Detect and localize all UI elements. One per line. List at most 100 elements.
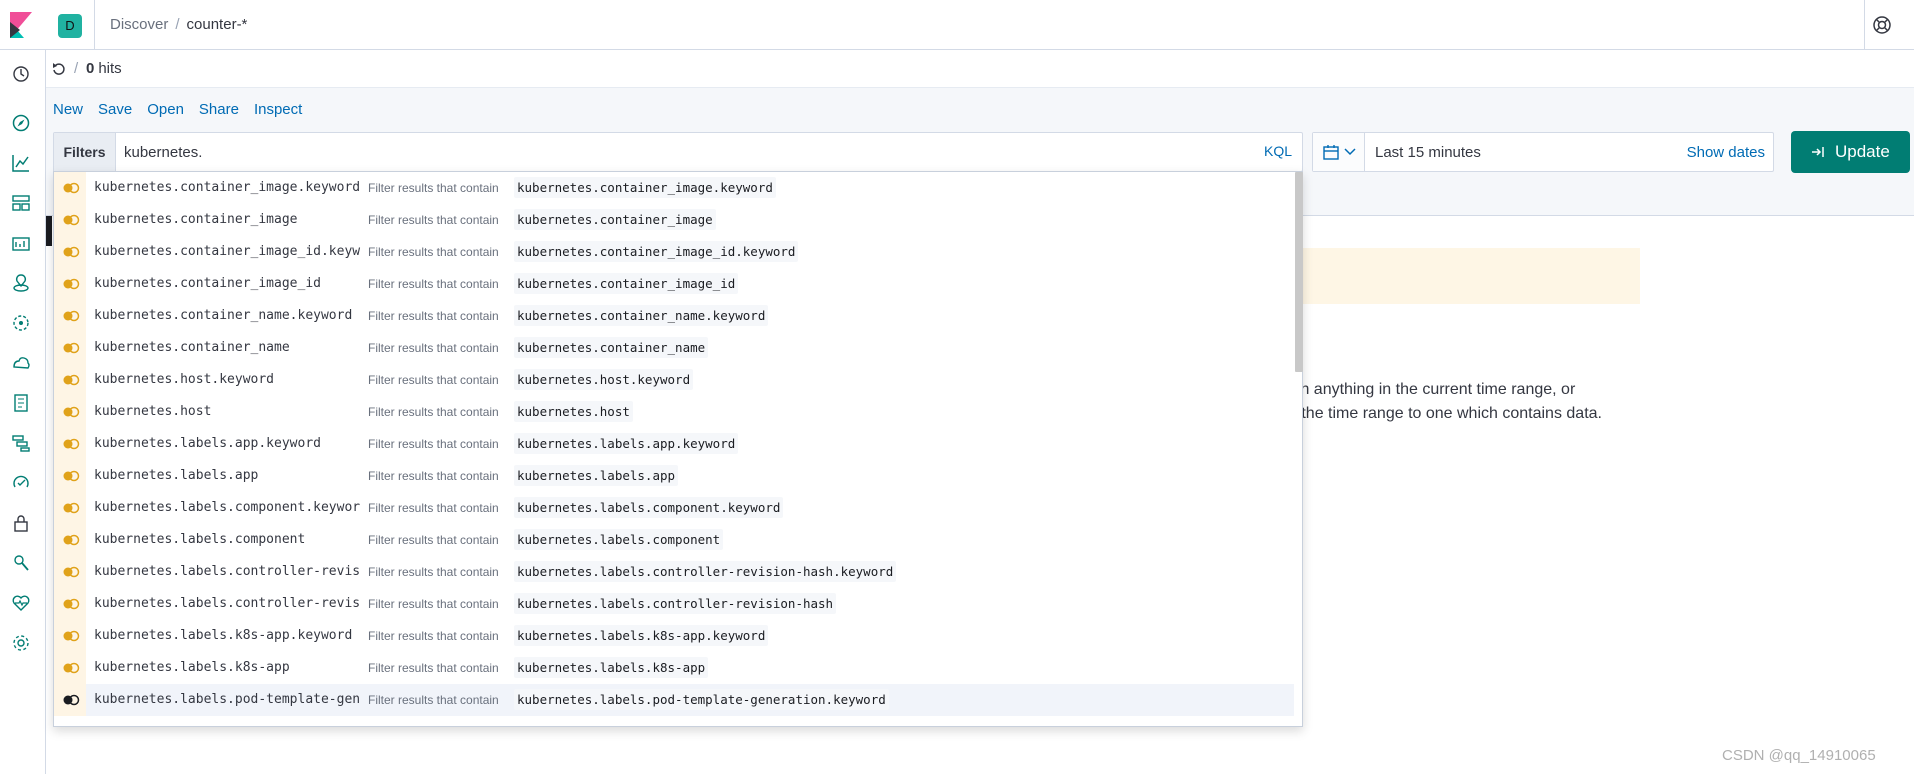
field-token-icon (63, 598, 80, 610)
kibana-logo-icon[interactable] (10, 12, 32, 38)
suggestion-description: Filter results that contain (368, 309, 499, 323)
maps-icon[interactable] (11, 273, 31, 293)
suggestion-field-code: kubernetes.labels.app.keyword (514, 433, 739, 454)
management-gear-icon[interactable] (11, 633, 31, 653)
visualize-icon[interactable] (11, 153, 31, 173)
field-type-badge (54, 172, 86, 204)
uptime-icon[interactable] (11, 473, 31, 493)
watermark: CSDN @qq_14910065 (1722, 747, 1876, 764)
canvas-icon[interactable] (11, 233, 31, 253)
field-token-icon (63, 246, 80, 258)
suggestion-description: Filter results that contain (368, 469, 499, 483)
logs-icon[interactable] (11, 393, 31, 413)
suggestion-field-name: kubernetes.container_image_id (94, 276, 321, 291)
field-type-badge (54, 492, 86, 524)
suggestion-description: Filter results that contain (368, 565, 499, 579)
suggestion-field-code: kubernetes.container_image_id (514, 273, 739, 294)
hits-count: 0 (86, 60, 95, 77)
field-token-icon (63, 438, 80, 450)
reset-icon[interactable] (52, 62, 66, 76)
sidebar-edge (46, 216, 52, 246)
kql-language-switch[interactable]: KQL (1263, 143, 1292, 159)
field-type-badge (54, 556, 86, 588)
security-lock-icon[interactable] (11, 513, 31, 533)
side-nav (0, 50, 46, 774)
discover-icon[interactable] (11, 113, 31, 133)
infrastructure-icon[interactable] (11, 353, 31, 373)
update-button-label: Update (1835, 142, 1890, 161)
dashboard-icon[interactable] (11, 193, 31, 213)
apm-icon[interactable] (11, 433, 31, 453)
suggestion-field-code: kubernetes.labels.component.keyword (514, 497, 784, 518)
show-dates-link[interactable]: Show dates (1686, 144, 1765, 161)
field-type-badge (54, 268, 86, 300)
suggestion-field-code: kubernetes.labels.controller-revision-ha… (514, 561, 897, 582)
breadcrumb-discover[interactable]: Discover (110, 16, 169, 33)
suggestion-field-code: kubernetes.container_name (514, 337, 709, 358)
suggestion-field-code: kubernetes.container_image (514, 209, 716, 230)
hits-label: hits (98, 60, 122, 77)
field-type-badge (54, 620, 86, 652)
no-results-callout (1300, 248, 1640, 304)
help-icon[interactable] (1872, 15, 1892, 35)
suggestion-field-name: kubernetes.container_image.keyword (94, 180, 361, 195)
suggestion-item[interactable]: kubernetes.container_image_id.keyw Filter… (54, 236, 1294, 268)
field-token-icon (63, 630, 80, 642)
dev-tools-icon[interactable] (11, 553, 31, 573)
field-token-icon (63, 406, 80, 418)
no-results-message: tch anything in the current time range, … (1288, 378, 1602, 426)
query-input[interactable] (124, 134, 1204, 170)
recently-viewed-icon[interactable] (11, 64, 31, 84)
suggestion-field-name: kubernetes.container_image (94, 212, 298, 227)
suggestion-field-code: kubernetes.host (514, 401, 633, 422)
quick-select-button[interactable] (1313, 133, 1365, 171)
field-type-badge (54, 204, 86, 236)
suggestion-field-code: kubernetes.labels.k8s-app.keyword (514, 625, 769, 646)
suggestion-item[interactable]: kubernetes.labels.app Filter results that… (54, 460, 1294, 492)
chevron-down-icon (1344, 148, 1356, 156)
ml-icon[interactable] (11, 313, 31, 333)
space-avatar[interactable]: D (58, 14, 82, 38)
breadcrumb-index-pattern: counter-* (186, 16, 248, 33)
field-type-badge (54, 524, 86, 556)
suggestion-field-code: kubernetes.labels.app (514, 465, 679, 486)
suggestion-field-code: kubernetes.labels.pod-template-generatio… (514, 689, 889, 710)
update-button[interactable]: Update (1791, 131, 1910, 173)
field-token-icon (63, 694, 80, 706)
suggestion-field-code: kubernetes.host.keyword (514, 369, 694, 390)
field-type-badge (54, 332, 86, 364)
field-type-badge (54, 460, 86, 492)
monitoring-icon[interactable] (11, 593, 31, 613)
open-button[interactable]: Open (147, 101, 184, 118)
inspect-button[interactable]: Inspect (253, 101, 303, 118)
scrollbar[interactable] (1295, 172, 1303, 372)
new-button[interactable]: New (53, 101, 84, 118)
suggestion-description: Filter results that contain (368, 693, 499, 707)
save-button[interactable]: Save (98, 101, 133, 118)
suggestion-description: Filter results that contain (368, 245, 499, 259)
suggestion-field-name: kubernetes.container_image_id.keyw (94, 244, 361, 259)
field-type-badge (54, 588, 86, 620)
time-range-value[interactable]: Last 15 minutes (1375, 144, 1481, 161)
field-token-icon (63, 662, 80, 674)
field-type-badge (54, 652, 86, 684)
share-button[interactable]: Share (198, 101, 239, 118)
filters-label[interactable]: Filters (54, 133, 116, 171)
field-token-icon (63, 214, 80, 226)
